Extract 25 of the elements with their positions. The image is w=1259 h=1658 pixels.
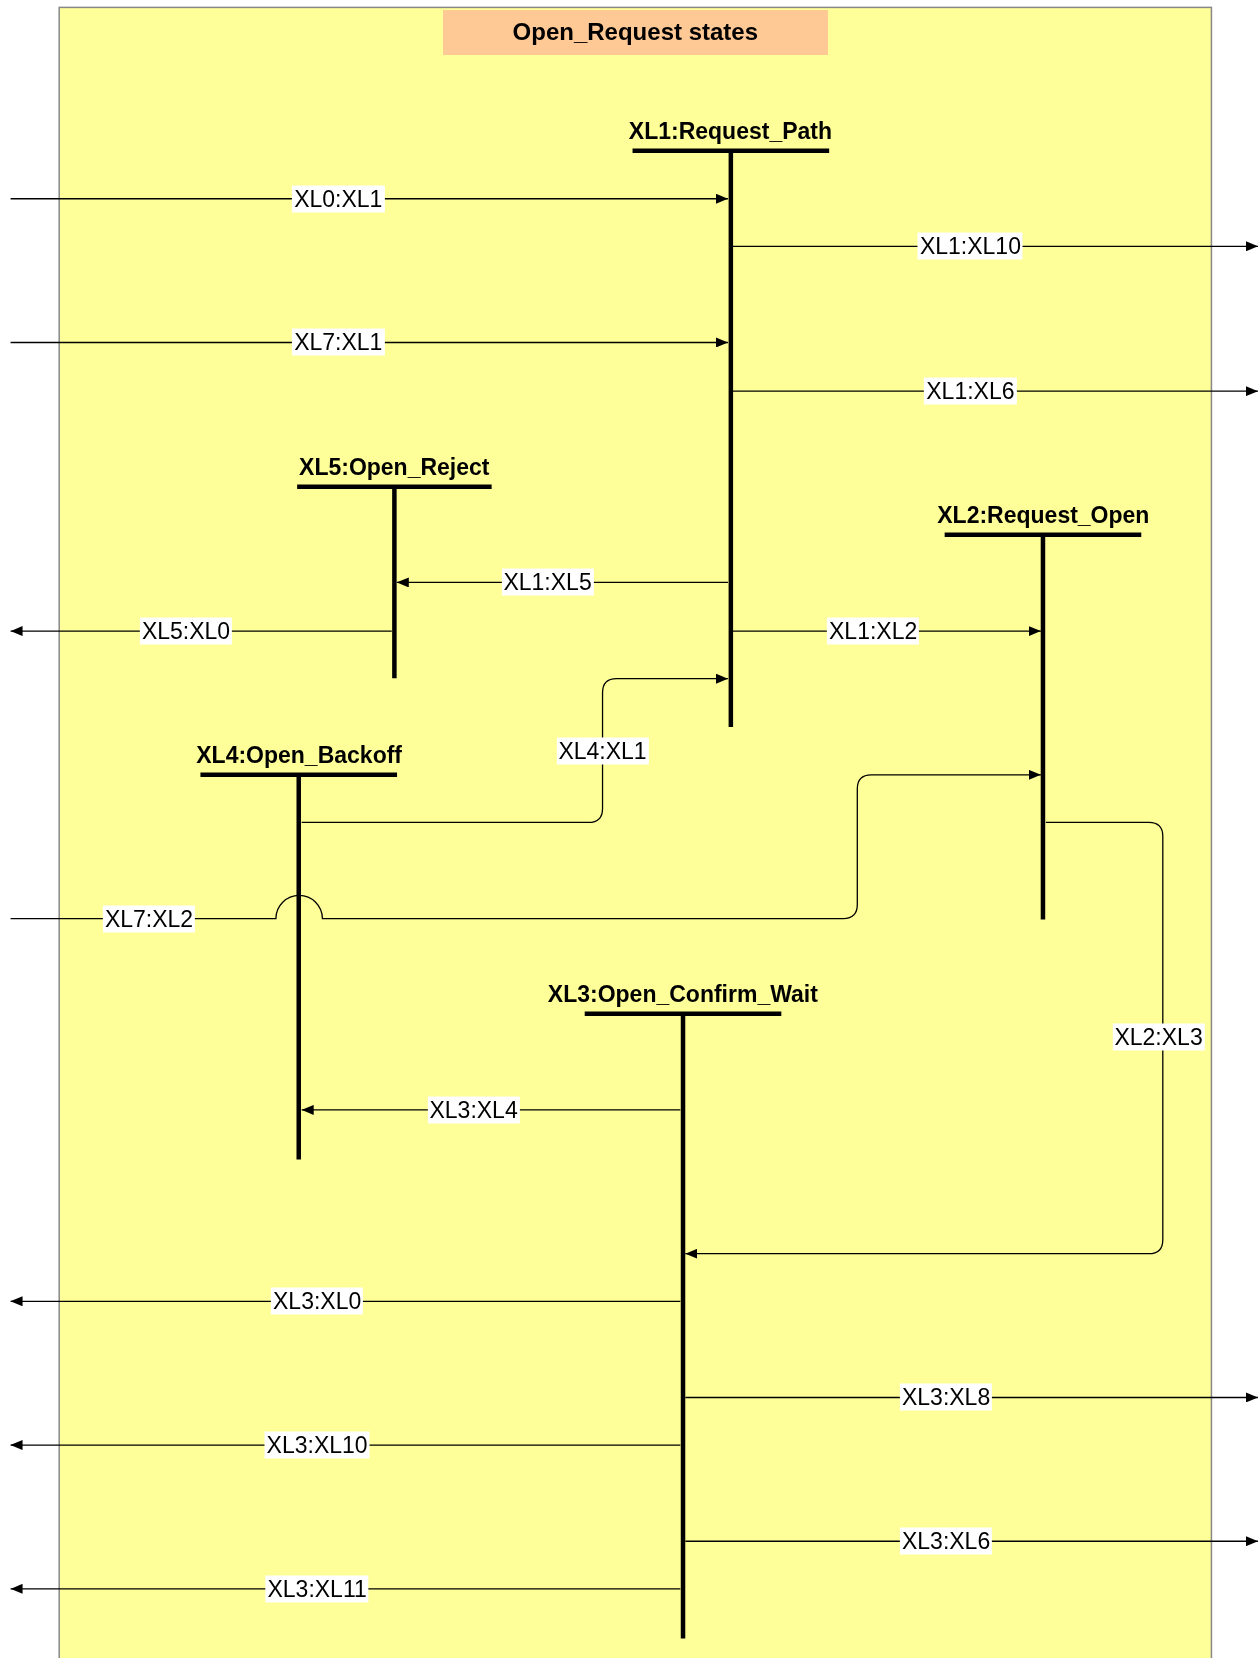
edge-label: XL5:XL0 <box>139 617 233 645</box>
edge-label: XL3:XL8 <box>899 1383 993 1411</box>
edge-label: XL1:XL10 <box>917 232 1023 260</box>
arrow <box>9 769 1042 920</box>
edge-label: XL1:XL5 <box>501 568 594 596</box>
state-label: XL4:Open_Backoff <box>195 741 403 769</box>
edge-label: XL3:XL0 <box>271 1287 364 1315</box>
edge-label: XL0:XL1 <box>292 185 385 213</box>
arrow <box>684 821 1164 1259</box>
panel-title: Open_Request states <box>442 9 828 55</box>
arrow <box>301 673 729 824</box>
edge-label: XL7:XL2 <box>102 905 196 933</box>
edge-label: XL1:XL2 <box>827 617 920 645</box>
edge-label: XL4:XL1 <box>556 737 649 765</box>
state-label: XL2:Request_Open <box>936 501 1151 530</box>
state-label: XL3:Open_Confirm_Wait <box>546 979 819 1008</box>
edge-label: XL3:XL6 <box>899 1527 993 1555</box>
edge-label: XL2:XL3 <box>1112 1023 1205 1051</box>
edge-label: XL3:XL11 <box>265 1575 369 1603</box>
state-label: XL1:Request_Path <box>627 117 834 146</box>
edge-label: XL3:XL4 <box>427 1096 520 1124</box>
state-label: XL5:Open_Reject <box>298 453 491 482</box>
edge-label: XL7:XL1 <box>292 329 385 356</box>
edge-label: XL1:XL6 <box>924 377 1017 405</box>
edge-label: XL3:XL10 <box>264 1431 370 1459</box>
